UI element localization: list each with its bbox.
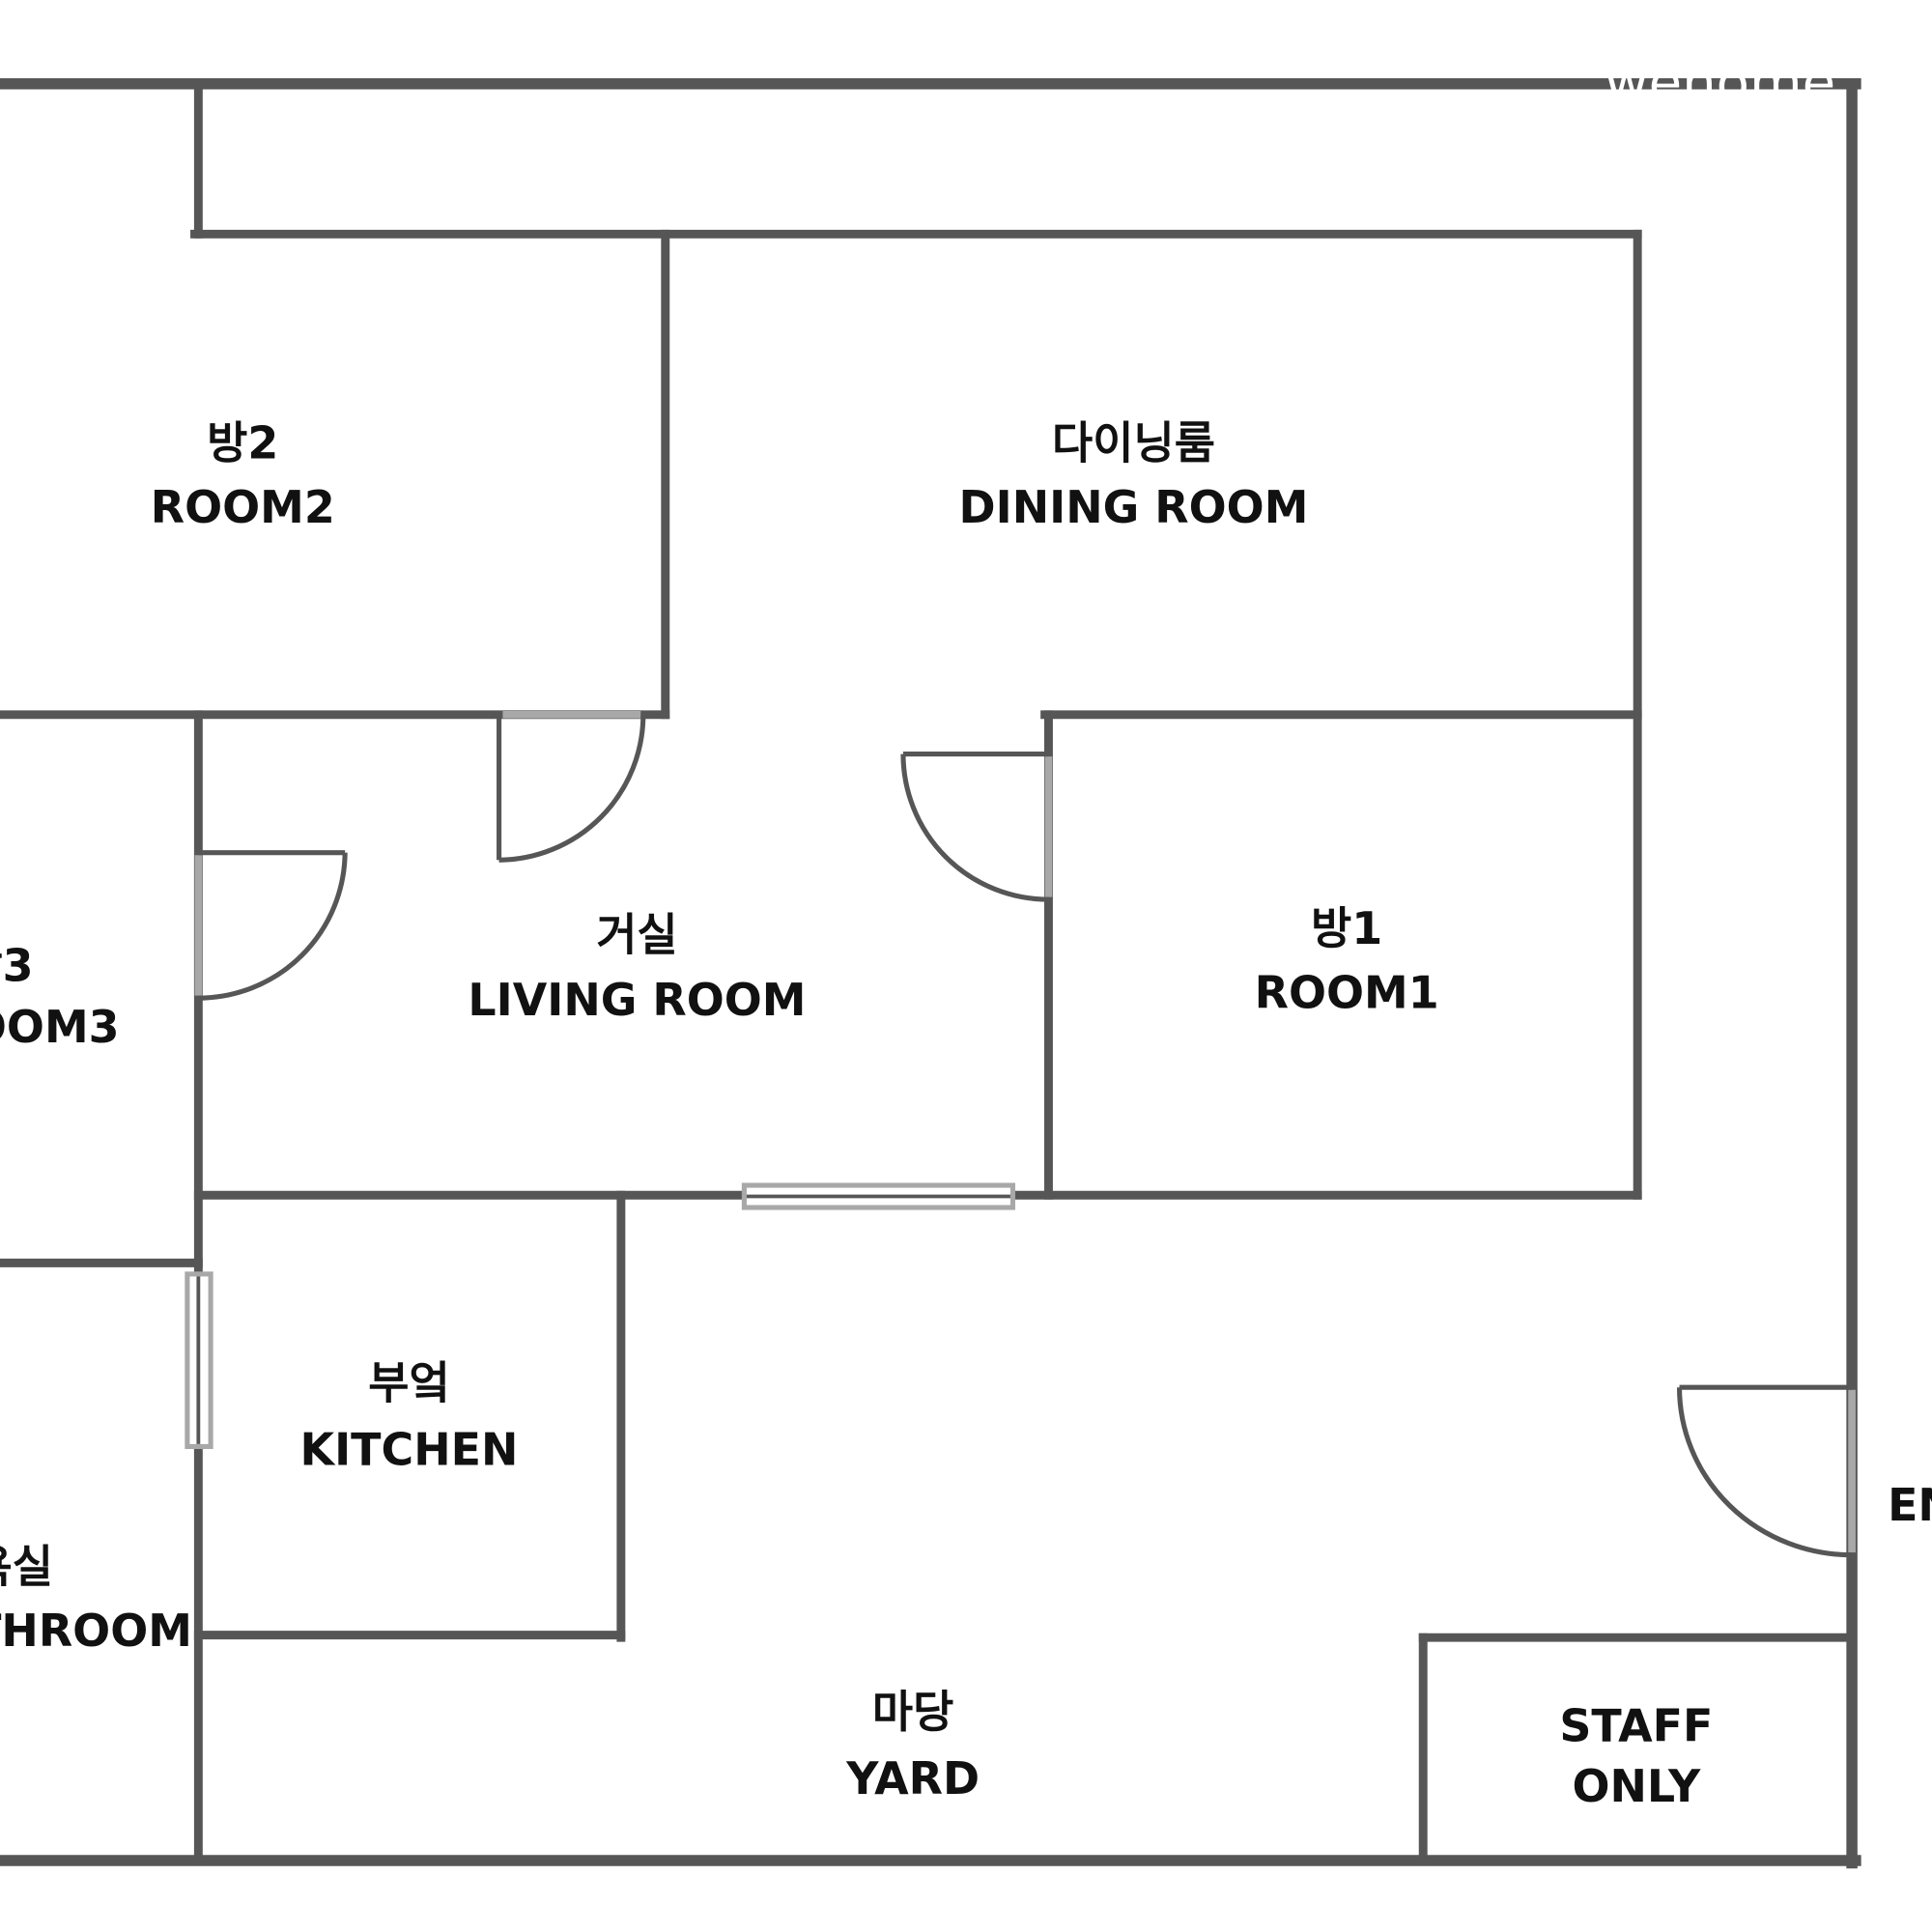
bathroom-en-label: BATHROOM [0, 1605, 192, 1657]
kitchen-en-label: KITCHEN [300, 1424, 519, 1476]
room3-en-label: ROOM3 [0, 1001, 120, 1053]
sliding-door-kitchen-bathroom[interactable] [185, 1271, 213, 1449]
room1-ko-label: 방1 [1311, 902, 1382, 954]
staff-label-line2: ONLY [1572, 1760, 1701, 1812]
living-en-label: LIVING ROOM [468, 974, 806, 1026]
labels: 방2 ROOM2 다이닝룸 DINING ROOM 거실 LIVING ROOM… [0, 52, 1932, 1812]
door-room3[interactable] [194, 850, 348, 1001]
room1-en-label: ROOM1 [1255, 966, 1439, 1018]
staff-label-line1: STAFF [1559, 1699, 1713, 1751]
room2-ko-label: 방2 [207, 416, 278, 469]
sliding-door-living-yard[interactable] [741, 1182, 1016, 1210]
room3-ko-label: 방3 [0, 939, 34, 991]
entrance-label: ENTRANCE [1888, 1479, 1932, 1531]
dining-en-label: DINING ROOM [959, 481, 1309, 533]
yard-en-label: YARD [845, 1752, 980, 1804]
dining-ko-label: 다이닝룸 [1052, 416, 1215, 469]
door-room1[interactable] [900, 752, 1053, 902]
doors [194, 710, 1856, 1558]
bathroom-ko-label: 욕실 [0, 1541, 53, 1593]
kitchen-ko-label: 부엌 [368, 1357, 449, 1409]
yard-ko-label: 마당 [872, 1686, 953, 1738]
door-room2[interactable] [497, 710, 646, 863]
door-entrance[interactable] [1676, 1384, 1856, 1558]
living-ko-label: 거실 [596, 908, 677, 960]
windows [185, 1182, 1016, 1449]
watermark-logo: wehome [1605, 52, 1835, 115]
room2-en-label: ROOM2 [151, 481, 335, 533]
